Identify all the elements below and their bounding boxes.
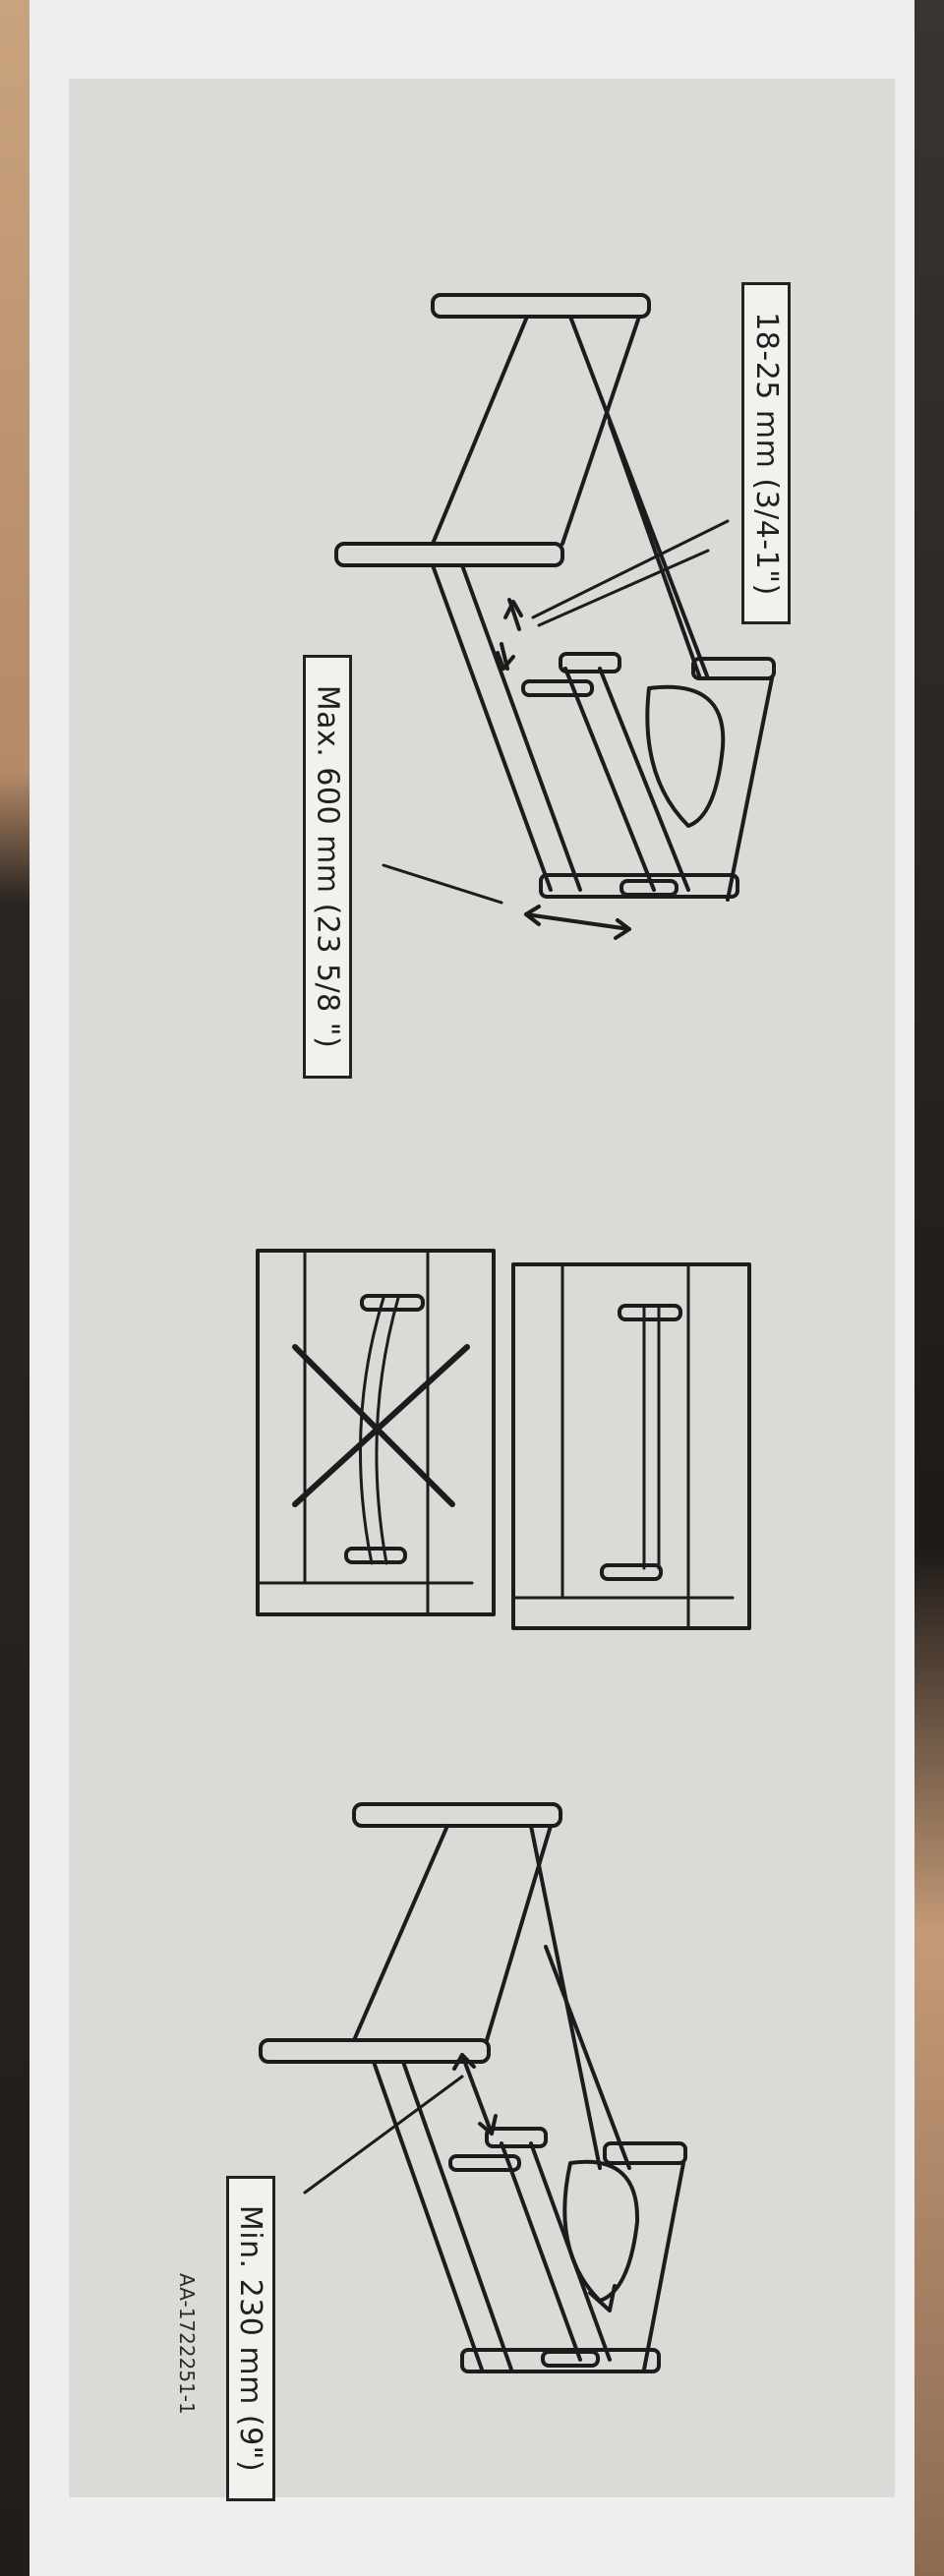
detail-panel-correct <box>511 1262 751 1630</box>
article-code: AA-1722251-1 <box>175 2273 199 2415</box>
shelf-diagram-top <box>334 293 776 940</box>
shelf-diagram-bottom <box>259 1802 687 2373</box>
min-height-label: Min. 230 mm (9") <box>226 2176 275 2501</box>
thickness-label-text: 18-25 mm (3/4-1") <box>748 311 784 596</box>
max-width-label-text: Max. 600 mm (23 5/8 ") <box>310 684 345 1049</box>
thickness-label: 18-25 mm (3/4-1") <box>741 282 791 624</box>
min-height-label-text: Min. 230 mm (9") <box>233 2204 268 2473</box>
max-width-label: Max. 600 mm (23 5/8 ") <box>303 655 352 1079</box>
detail-panel-incorrect <box>256 1249 496 1616</box>
